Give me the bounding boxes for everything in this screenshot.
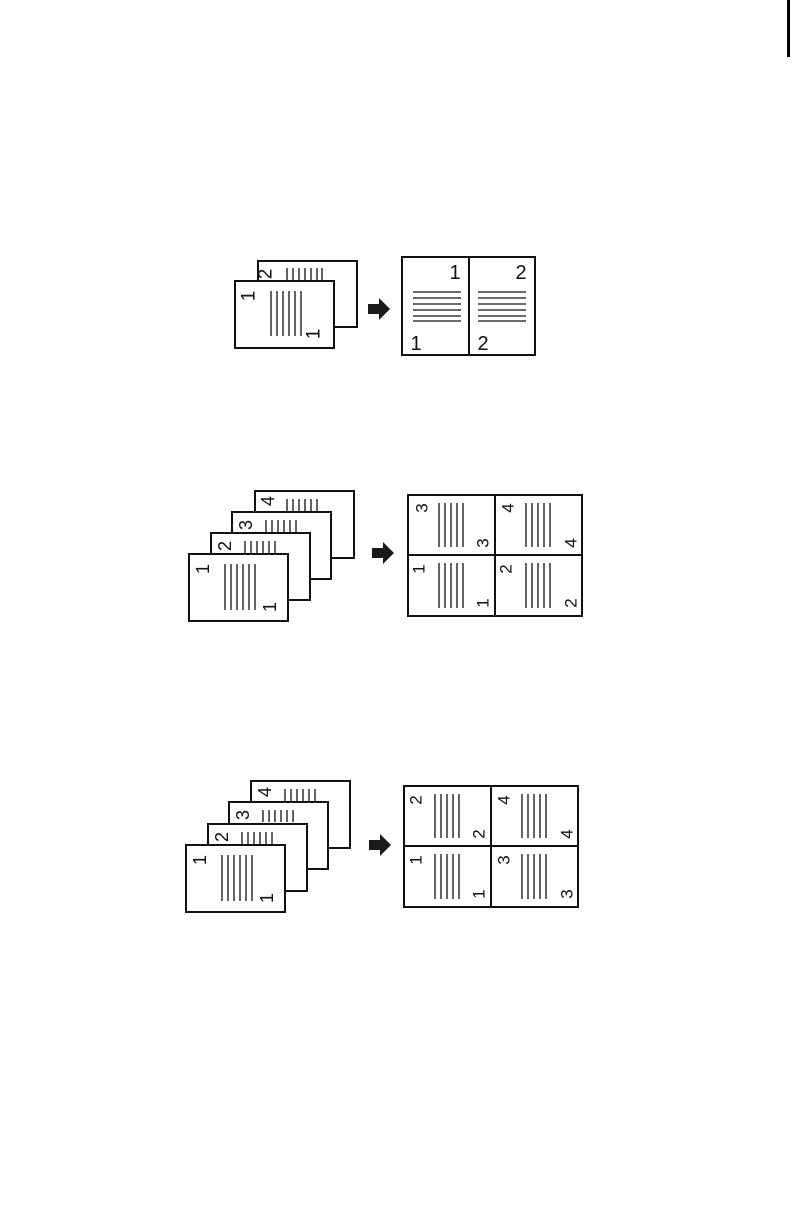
result-page-number: 1 — [474, 598, 493, 607]
source-page-number: 1 — [193, 564, 213, 574]
source-page-number: 1 — [304, 329, 325, 340]
result-page-number: 1 — [410, 333, 421, 355]
source-page-number: 3 — [233, 810, 253, 820]
source-sheet-1: 1 1 — [189, 554, 288, 621]
result-page-number: 4 — [562, 538, 581, 547]
source-page-number: 1 — [257, 893, 277, 903]
result-sheet: 3 3 4 4 1 1 2 2 — [408, 495, 582, 616]
result-page-number: 3 — [474, 538, 493, 547]
result-page-number: 1 — [470, 889, 489, 898]
result-page-number: 2 — [497, 564, 516, 573]
source-page-number: 3 — [236, 520, 256, 530]
result-page-number: 1 — [410, 564, 429, 573]
source-page-number: 1 — [260, 602, 280, 612]
arrow-right-icon — [369, 834, 391, 856]
source-page-number: 4 — [255, 787, 275, 797]
result-page-number: 2 — [407, 795, 426, 804]
result-sheet: 2 2 4 4 1 1 3 3 — [404, 786, 578, 907]
source-page-number: 1 — [190, 855, 210, 865]
source-sheet-1: 1 1 — [235, 281, 334, 348]
result-page-number: 1 — [407, 855, 426, 864]
source-sheet-1: 1 1 — [186, 845, 285, 912]
result-page-number: 2 — [477, 333, 488, 355]
source-page-number: 2 — [215, 541, 235, 551]
result-page-number: 2 — [470, 829, 489, 838]
source-page-number: 2 — [212, 832, 232, 842]
source-page-number: 4 — [258, 496, 278, 506]
figure-4up-vertical: 4 3 2 1 — [186, 781, 578, 912]
arrow-right-icon — [368, 298, 390, 320]
source-page-number: 1 — [239, 291, 260, 302]
result-page-number: 3 — [558, 889, 577, 898]
figure-2up: 2 1 1 — [235, 257, 535, 355]
result-page-number: 3 — [413, 503, 432, 512]
result-page-number: 2 — [515, 262, 526, 284]
result-page-number: 4 — [495, 795, 514, 804]
source-page-number: 2 — [256, 269, 277, 280]
result-page-number: 1 — [449, 262, 460, 284]
figure-4up-horizontal: 4 3 2 — [189, 491, 582, 621]
result-page-number: 4 — [499, 503, 518, 512]
arrow-right-icon — [372, 542, 394, 564]
result-page-number: 2 — [562, 598, 581, 607]
result-page-number: 3 — [495, 855, 514, 864]
result-sheet: 1 2 1 2 — [402, 257, 535, 355]
result-page-number: 4 — [558, 829, 577, 838]
